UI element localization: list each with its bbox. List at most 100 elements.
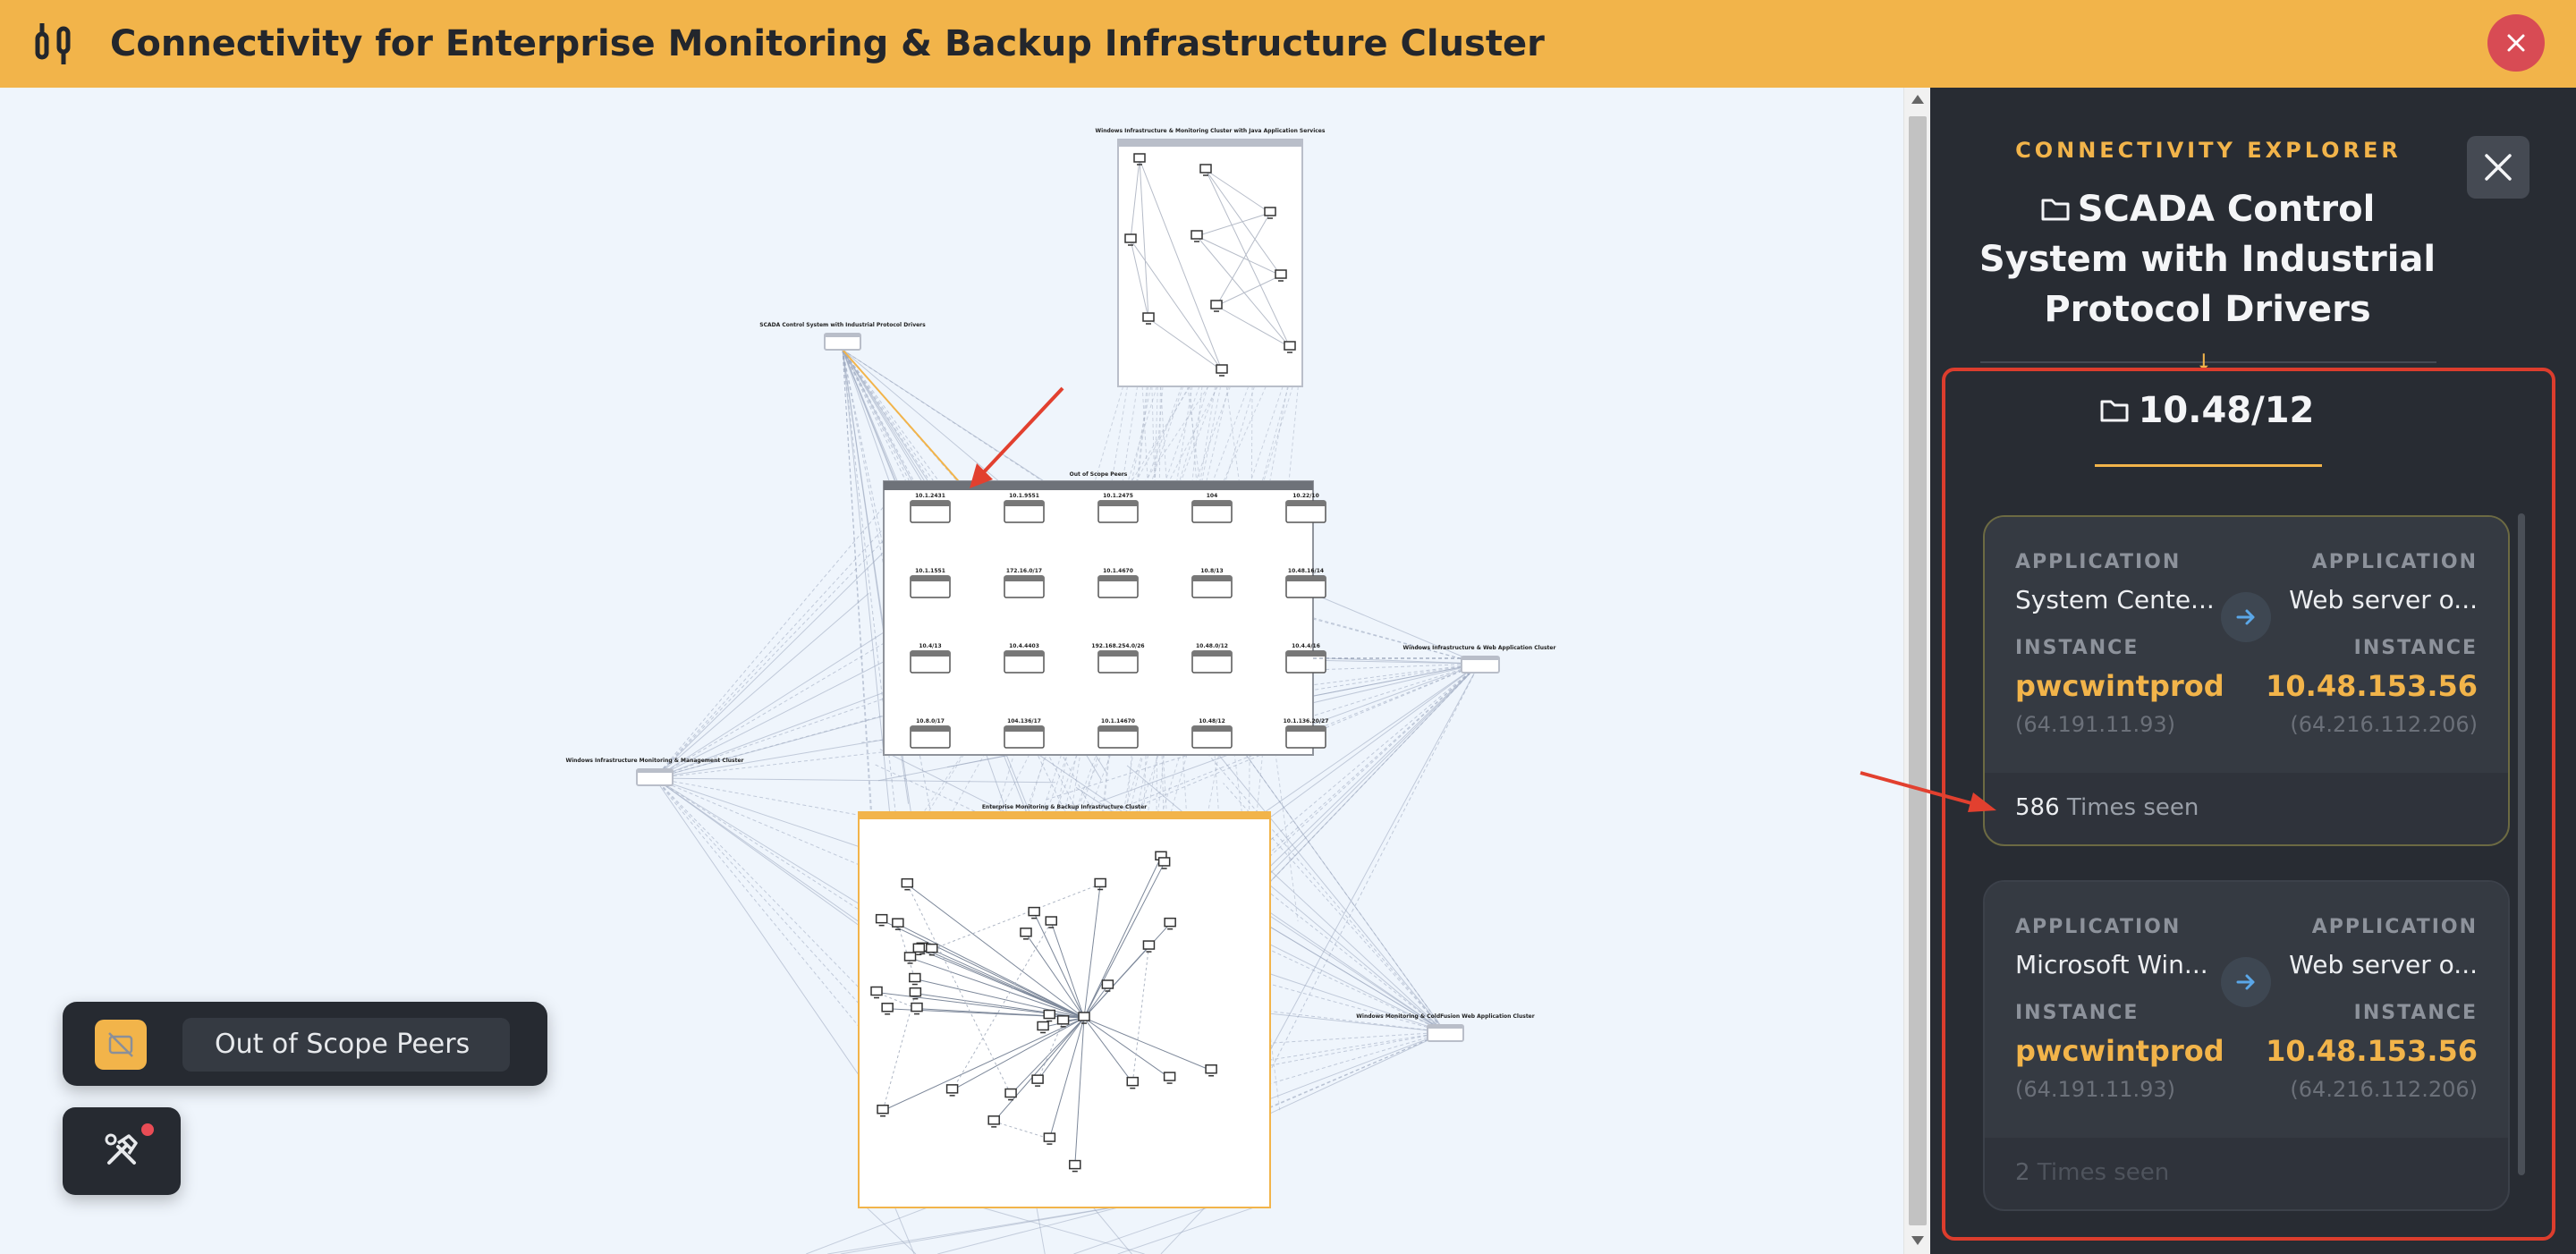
edge-line xyxy=(882,1017,1085,1112)
peer-node-header xyxy=(1098,651,1138,657)
peer-node-header xyxy=(1286,726,1326,732)
arrow-right-icon xyxy=(2236,974,2255,990)
edge-line xyxy=(1037,1021,1064,1081)
edge-line xyxy=(1258,884,1446,1033)
source-instance[interactable]: pwcwintprod xyxy=(2015,1034,2224,1068)
peer-node-header xyxy=(911,501,950,506)
edge-line xyxy=(842,349,923,1043)
edge-line xyxy=(1126,386,1222,861)
computer-icon xyxy=(1028,906,1040,917)
source-instance[interactable]: pwcwintprod xyxy=(2015,669,2224,703)
card-body xyxy=(1985,517,2508,773)
cluster-header xyxy=(884,481,1313,490)
computer-icon xyxy=(1101,979,1114,989)
edge-line xyxy=(919,948,1085,1019)
edge-line xyxy=(1037,1017,1085,1081)
edge-line xyxy=(1083,862,1165,1019)
close-button[interactable] xyxy=(2487,14,2545,72)
edge-line xyxy=(1139,158,1149,319)
edge-line xyxy=(654,739,886,779)
edge-line xyxy=(806,1207,928,1254)
edge-line xyxy=(1083,1017,1133,1083)
scroll-down-icon[interactable] xyxy=(1911,1236,1924,1245)
source-app: Microsoft Win... xyxy=(2015,950,2208,979)
edge-line xyxy=(1092,1207,1132,1254)
computer-icon xyxy=(912,943,926,953)
edge-line xyxy=(654,777,891,1122)
peer-label: 10.1.9551 xyxy=(1009,493,1039,499)
edge-line xyxy=(915,993,1085,1019)
legend-label[interactable]: Out of Scope Peers xyxy=(182,1018,510,1072)
edge-line xyxy=(1130,158,1140,241)
peer-label: 10.48.0/12 xyxy=(1196,643,1228,649)
direction-button[interactable] xyxy=(2221,592,2271,642)
direction-button[interactable] xyxy=(2221,957,2271,1007)
card-body xyxy=(1985,882,2508,1138)
edge-line xyxy=(896,386,1191,863)
tools-button[interactable] xyxy=(63,1107,181,1195)
edge-line xyxy=(1050,921,1085,1019)
source-ip: (64.191.11.93) xyxy=(2015,1077,2176,1102)
scrollbar-thumb[interactable] xyxy=(1909,116,1927,1225)
computer-icon xyxy=(881,1003,894,1013)
computer-icon xyxy=(1284,341,1296,351)
computer-icon xyxy=(901,877,914,888)
peer-label: 192.168.254.0/26 xyxy=(1091,643,1144,649)
network-graph[interactable]: Windows Infrastructure & Monitoring Clus… xyxy=(0,88,1903,1254)
edge-line xyxy=(1130,239,1223,371)
computer-icon xyxy=(1043,1132,1056,1142)
peer-label: 10.8/13 xyxy=(1200,568,1223,574)
panel-close-button[interactable] xyxy=(2467,136,2529,199)
panel-scrollbar[interactable] xyxy=(2518,513,2525,1175)
peer-node-header xyxy=(1192,576,1232,581)
scroll-up-icon[interactable] xyxy=(1911,95,1924,104)
edge-line xyxy=(931,949,1085,1019)
cluster-label: SCADA Control System with Industrial Pro… xyxy=(759,322,926,328)
edge-line xyxy=(1205,169,1291,348)
legend-widget[interactable]: Out of Scope Peers xyxy=(63,1002,547,1086)
edge-line xyxy=(1120,1031,1446,1085)
computer-icon xyxy=(870,986,883,996)
peer-node-header xyxy=(1192,726,1232,732)
computer-icon xyxy=(1056,1015,1070,1025)
computer-icon xyxy=(1142,312,1155,322)
edge-line xyxy=(1216,275,1282,307)
peer-node-header xyxy=(1192,501,1232,506)
dest-instance[interactable]: 10.48.153.56 xyxy=(2266,669,2478,703)
computer-icon xyxy=(1037,1021,1049,1031)
canvas-scrollbar[interactable] xyxy=(1903,88,1930,1254)
graph-canvas[interactable]: Windows Infrastructure & Monitoring Clus… xyxy=(0,88,1903,1254)
highlight-annotation xyxy=(1942,368,2555,1241)
edge-line xyxy=(1196,212,1271,237)
computer-icon xyxy=(1142,940,1156,950)
cluster-header xyxy=(1462,657,1499,660)
computer-icon xyxy=(903,952,917,962)
times-seen-label: Times seen xyxy=(2059,794,2199,821)
peer-node-header xyxy=(911,576,950,581)
tools-icon xyxy=(105,1133,138,1165)
computer-icon xyxy=(1210,300,1223,309)
edge-line xyxy=(908,1031,1446,1135)
edge-line xyxy=(914,979,1085,1019)
connection-card[interactable]: APPLICATION APPLICATION System Cente... … xyxy=(1983,515,2510,846)
edge-line xyxy=(1131,945,1149,1083)
annotation-arrow-icon xyxy=(1860,771,1996,812)
peer-node-header xyxy=(1098,576,1138,581)
connection-card[interactable]: APPLICATION APPLICATION Microsoft Win...… xyxy=(1983,880,2510,1211)
computer-icon xyxy=(945,1084,959,1094)
edge-line xyxy=(952,921,1052,1091)
peer-node-header xyxy=(911,726,950,732)
computer-icon xyxy=(926,943,938,953)
dest-app: Web server o... xyxy=(2289,950,2478,979)
edge-line xyxy=(1205,169,1282,276)
dest-instance-label: INSTANCE xyxy=(2353,637,2478,659)
page-title: Connectivity for Enterprise Monitoring &… xyxy=(110,23,1545,64)
computer-icon xyxy=(1133,153,1146,163)
computer-icon xyxy=(1124,233,1137,243)
times-seen: 2 Times seen xyxy=(2015,1159,2169,1186)
edge-line xyxy=(881,919,1085,1019)
dest-instance[interactable]: 10.48.153.56 xyxy=(2266,1034,2478,1068)
legend-swatch[interactable] xyxy=(95,1020,147,1070)
edge-line xyxy=(1036,1207,1046,1254)
peer-label: 172.16.0/17 xyxy=(1006,568,1042,574)
